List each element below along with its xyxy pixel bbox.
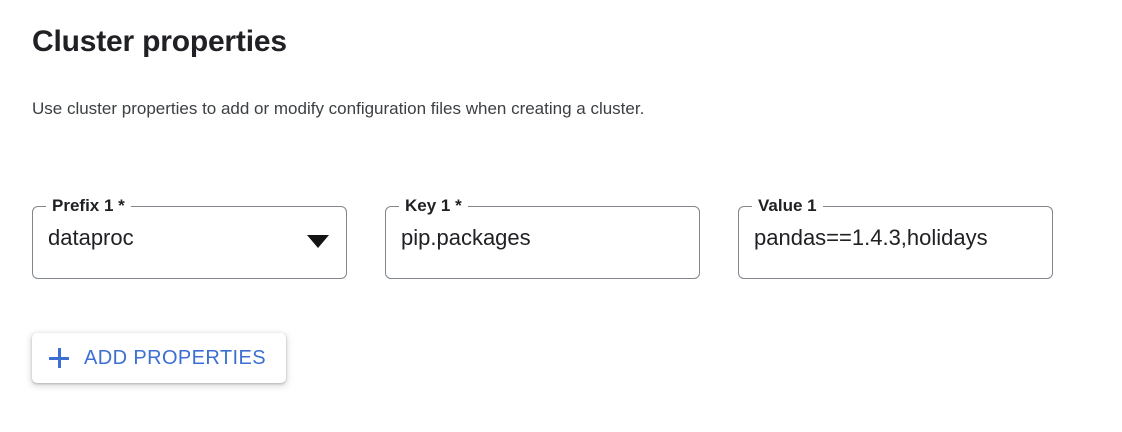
- properties-row: Prefix 1 * dataproc Key 1 * pip.packages…: [32, 195, 1092, 280]
- add-properties-button-label: ADD PROPERTIES: [84, 347, 266, 369]
- field-label-value-1: Value 1: [752, 195, 823, 217]
- text-input-key-1[interactable]: pip.packages: [401, 225, 531, 250]
- field-label-prefix-1: Prefix 1 *: [46, 195, 131, 217]
- field-label-key-1: Key 1 *: [399, 195, 468, 217]
- field-key-1[interactable]: Key 1 * pip.packages: [385, 195, 700, 279]
- plus-icon: [48, 347, 70, 369]
- add-properties-button[interactable]: ADD PROPERTIES: [32, 333, 286, 383]
- select-value-prefix-1[interactable]: dataproc: [48, 225, 134, 250]
- field-prefix-1[interactable]: Prefix 1 * dataproc: [32, 195, 347, 279]
- dropdown-caret-icon[interactable]: [307, 235, 329, 248]
- field-value-1[interactable]: Value 1 pandas==1.4.3,holidays: [738, 195, 1053, 279]
- page-description: Use cluster properties to add or modify …: [32, 99, 645, 118]
- page-title: Cluster properties: [32, 25, 287, 58]
- text-input-value-1[interactable]: pandas==1.4.3,holidays: [754, 225, 988, 250]
